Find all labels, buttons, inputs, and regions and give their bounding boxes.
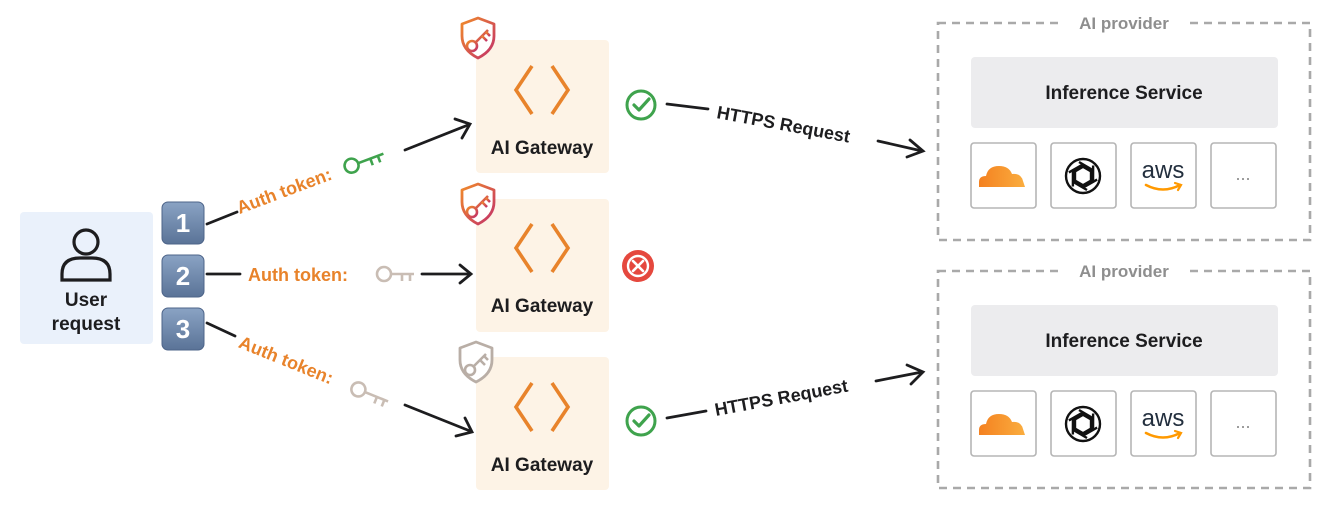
reject-icon	[622, 250, 654, 282]
auth-token-label-1: Auth token:	[234, 164, 335, 218]
svg-text:1: 1	[176, 208, 190, 238]
request-badge-1: 1	[161, 201, 205, 245]
svg-text:AI Gateway: AI Gateway	[491, 455, 594, 476]
more-providers-label-2: ...	[1235, 412, 1250, 432]
https-arrow-1	[665, 102, 926, 159]
inference-service-label-2: Inference Service	[1045, 331, 1202, 352]
check-icon	[625, 405, 657, 437]
svg-text:AI Gateway: AI Gateway	[491, 138, 594, 159]
https-request-label-2: HTTPS Request	[713, 376, 849, 420]
ai-gateway-box-2: AI Gateway	[476, 199, 609, 332]
request-arrow-2	[205, 263, 474, 285]
auth-token-label-2: Auth token:	[248, 265, 348, 285]
aws-logo: aws	[1142, 405, 1185, 440]
gateway-chevrons-icon	[513, 223, 571, 273]
svg-text:3: 3	[176, 314, 190, 344]
shield-key-icon	[460, 182, 496, 226]
cloudflare-logo	[979, 166, 1025, 187]
inference-service-box-1	[971, 57, 1278, 128]
ai-gateway-box-1: AI Gateway	[476, 40, 609, 173]
more-providers-label-1: ...	[1235, 164, 1250, 184]
request-badge-3: 3	[161, 307, 205, 351]
svg-text:2: 2	[176, 261, 190, 291]
key-icon-invalid	[350, 381, 389, 407]
auth-token-label-3: Auth token:	[236, 332, 336, 388]
shield-key-icon-disabled	[458, 340, 494, 384]
ai-provider-title-1: AI provider	[1079, 14, 1169, 33]
ai-provider-panel-1: AI provider Inference Service aws ...	[936, 12, 1312, 242]
key-icon-valid	[343, 152, 384, 174]
cloudflare-logo	[979, 414, 1025, 435]
ai-provider-title-2: AI provider	[1079, 262, 1169, 281]
svg-text:aws: aws	[1142, 157, 1185, 184]
ai-gateway-box-3: AI Gateway	[476, 357, 609, 490]
https-arrow-2	[665, 363, 926, 420]
request-badge-2: 2	[161, 254, 205, 298]
check-icon	[625, 89, 657, 121]
user-label-line2: request	[52, 314, 121, 335]
inference-service-label-1: Inference Service	[1045, 83, 1202, 104]
ai-provider-panel-2: AI provider Inference Service aws ...	[936, 260, 1312, 490]
aws-logo: aws	[1142, 157, 1185, 192]
gateway-chevrons-icon	[513, 65, 571, 115]
shield-key-icon	[460, 16, 496, 60]
key-icon-invalid	[375, 265, 414, 283]
person-icon	[60, 228, 112, 282]
svg-text:aws: aws	[1142, 405, 1185, 432]
gateway-chevrons-icon	[513, 382, 571, 432]
svg-text:AI Gateway: AI Gateway	[491, 296, 594, 317]
user-request-box: User request	[20, 212, 153, 344]
request-arrow-1	[205, 117, 473, 226]
user-label-line1: User	[65, 290, 108, 311]
inference-service-box-2	[971, 305, 1278, 376]
https-request-label-1: HTTPS Request	[715, 102, 851, 146]
request-arrow-3	[205, 321, 475, 438]
